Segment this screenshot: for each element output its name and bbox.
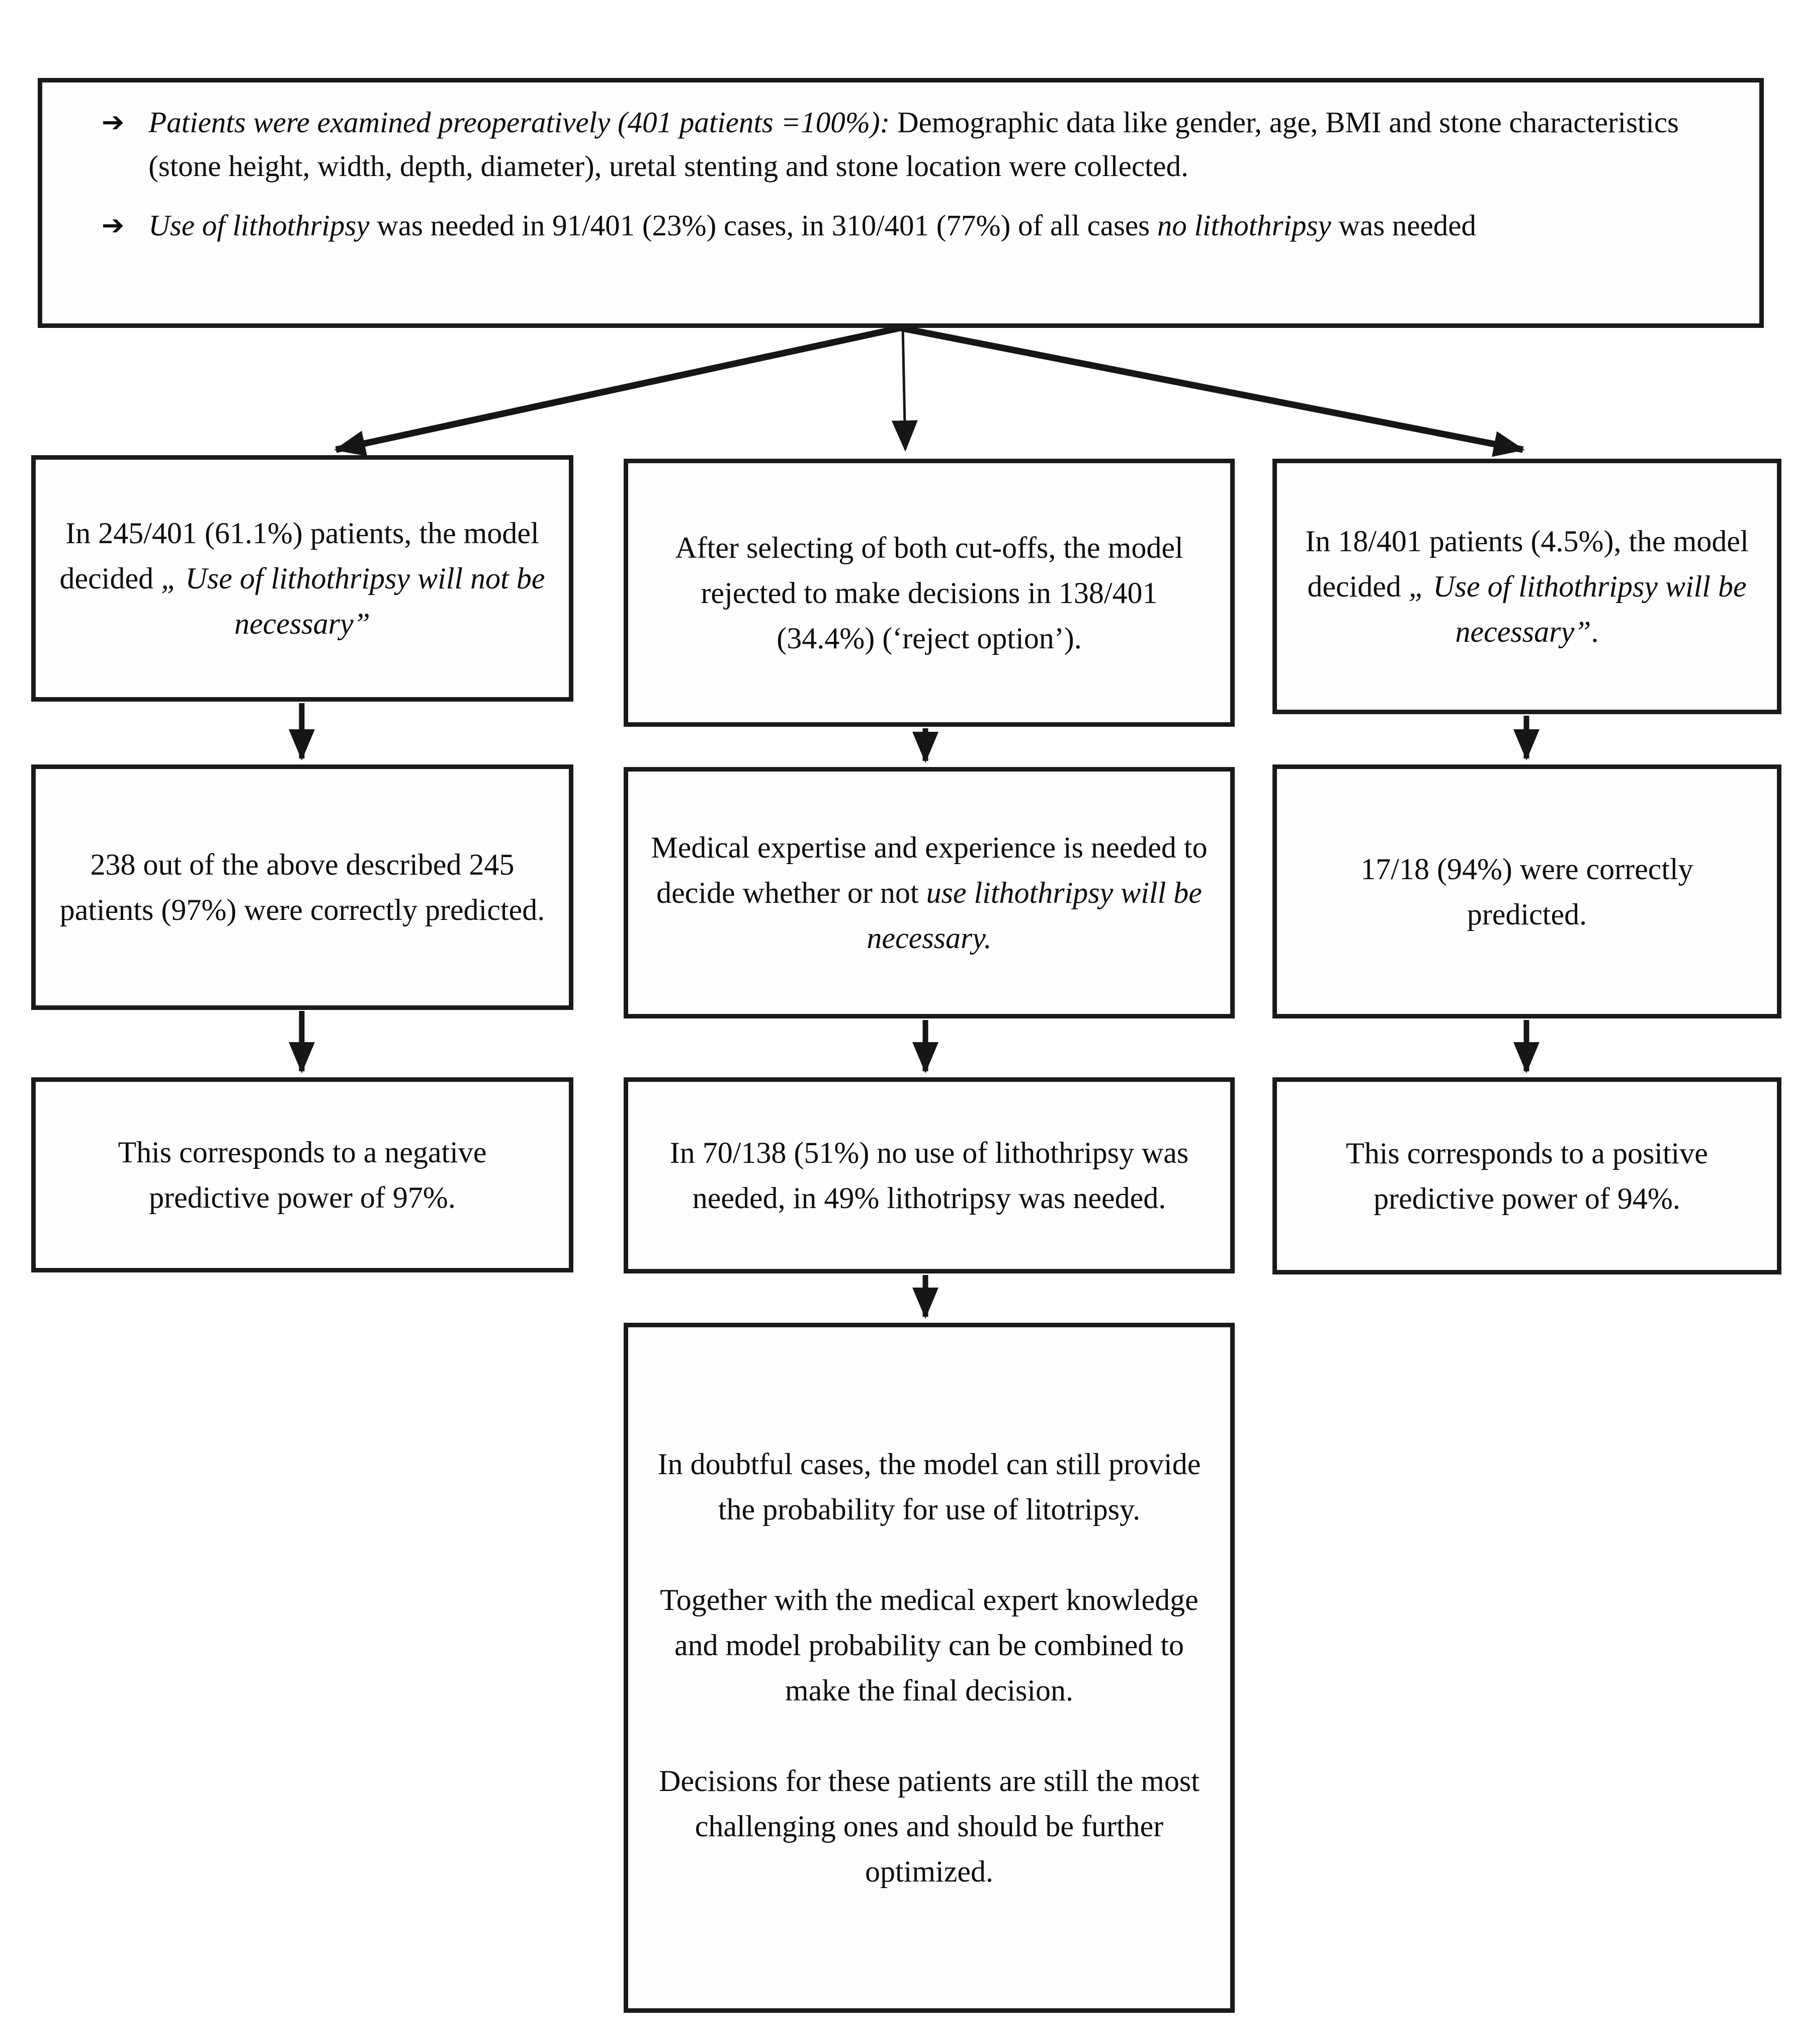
text-segment: „ Use of lithothripsy will be necessary”	[1408, 570, 1747, 648]
intro-bullet-2: ➔ Use of lithothripsy was needed in 91/4…	[102, 204, 1724, 247]
box-70-138-split: In 70/138 (51%) no use of lithothripsy w…	[624, 1077, 1235, 1273]
text-segment: Use of lithothripsy	[148, 208, 370, 242]
box-17-18-correctly-predicted: 17/18 (94%) were correctly predicted.	[1272, 764, 1781, 1018]
intro-box: ➔ Patients were examined preoperatively …	[38, 78, 1764, 328]
doubtful-cases-paragraph-3: Decisions for these patients are still t…	[659, 1764, 1200, 1888]
intro-bullet-1-text: Patients were examined preoperatively (4…	[148, 101, 1724, 189]
box-positive-predictive-power: This corresponds to a positive predictiv…	[1272, 1077, 1781, 1274]
doubtful-cases-paragraph-1: In doubtful cases, the model can still p…	[657, 1447, 1201, 1526]
text-segment: .	[1591, 615, 1599, 648]
box-text: This corresponds to a positive predictiv…	[1346, 1137, 1708, 1215]
box-text: 238 out of the above described 245 patie…	[59, 848, 545, 926]
text-segment: Medical expertise and experience is need…	[651, 831, 1208, 909]
box-text: This corresponds to a negative predictiv…	[118, 1136, 487, 1214]
text-segment: use lithothripsy will be necessary.	[867, 876, 1202, 955]
intro-bullet-1: ➔ Patients were examined preoperatively …	[102, 101, 1724, 189]
box-text: In 18/401 patients (4.5%), the model dec…	[1299, 519, 1755, 654]
box-text: In 70/138 (51%) no use of lithothripsy w…	[669, 1136, 1189, 1215]
text-segment: no lithothripsy	[1157, 208, 1331, 242]
arrow-intro-to-middle	[891, 327, 918, 452]
text-segment: „ Use of lithothripsy will not be necess…	[161, 562, 545, 640]
box-decision-not-necessary: In 245/401 (61.1%) patients, the model d…	[31, 455, 573, 702]
box-238-correctly-predicted: 238 out of the above described 245 patie…	[31, 764, 573, 1010]
intro-bullet-2-text: Use of lithothripsy was needed in 91/401…	[148, 204, 1724, 247]
box-decision-necessary: In 18/401 patients (4.5%), the model dec…	[1272, 459, 1781, 714]
text-segment: Demographic data like gender, age, BMI a…	[148, 106, 1679, 183]
box-reject-option: After selecting of both cut-offs, the mo…	[624, 459, 1235, 727]
text-segment: In 18/401 patients (4.5%), the model dec…	[1305, 525, 1749, 603]
text-segment: was needed in 91/401 (23%) cases, in 310…	[369, 208, 1157, 242]
arrow-intro-to-right	[899, 324, 1525, 457]
arrow-bullet-icon: ➔	[102, 209, 125, 241]
arrow-bullet-icon: ➔	[102, 106, 125, 138]
text-segment: Patients were examined preoperatively (4…	[148, 106, 897, 139]
box-doubtful-cases: In doubtful cases, the model can still p…	[624, 1323, 1235, 2013]
arrow-intro-to-left	[334, 324, 901, 457]
text-segment: In 245/401 (61.1%) patients, the model d…	[59, 517, 539, 595]
box-text: After selecting of both cut-offs, the mo…	[675, 531, 1183, 655]
box-negative-predictive-power: This corresponds to a negative predictiv…	[31, 1077, 573, 1272]
box-text: In 245/401 (61.1%) patients, the model d…	[58, 510, 547, 646]
box-medical-expertise: Medical expertise and experience is need…	[624, 767, 1235, 1018]
text-segment: was needed	[1331, 208, 1476, 242]
box-text: Medical expertise and experience is need…	[650, 825, 1208, 961]
box-text: 17/18 (94%) were correctly predicted.	[1360, 852, 1693, 931]
doubtful-cases-paragraph-2: Together with the medical expert knowled…	[660, 1583, 1199, 1707]
